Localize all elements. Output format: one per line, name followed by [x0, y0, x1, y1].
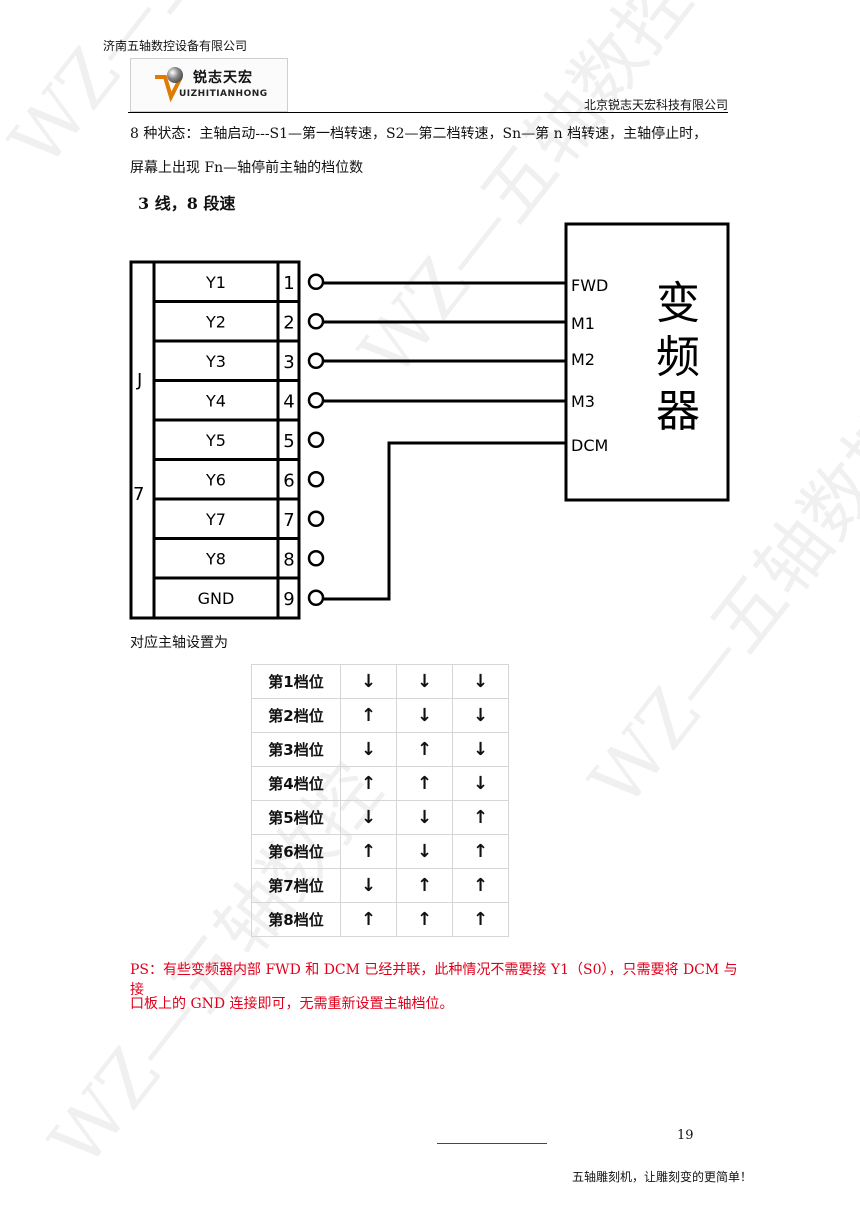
vfd-label-char-1: 变 [656, 278, 700, 329]
terminal-circle-icon [307, 352, 325, 369]
arrow-down-icon: ↓ [396, 698, 453, 733]
arrow-up-icon: ↑ [452, 834, 509, 869]
footer-slogan: 五轴雕刻机，让雕刻变的更简单！ [571, 1170, 752, 1184]
arrow-up-icon: ↑ [452, 868, 509, 903]
intro-line-2: 屏幕上出现 Fn—轴停前主轴的档位数 [130, 160, 364, 176]
connector-outline [129, 260, 301, 620]
gear-label: 第5档位 [251, 800, 341, 835]
gear-label: 第8档位 [251, 902, 341, 937]
terminal-circle-icon [307, 431, 325, 448]
arrow-up-icon: ↑ [340, 902, 397, 937]
connector-pin-number: 6 [283, 470, 294, 491]
terminal-circle-icon [307, 471, 325, 488]
intro-line-1: 8 种状态：主轴启动---S1—第一档转速，S2—第二档转速，Sn—第 n 档转… [130, 126, 708, 142]
arrow-up-icon: ↑ [340, 698, 397, 733]
arrow-down-icon: ↓ [396, 834, 453, 869]
table-row: 第4档位↑↑↓ [251, 766, 509, 801]
connector-pin-number: 9 [283, 589, 294, 610]
vfd-terminal-m1: M1 [571, 314, 595, 333]
gear-label: 第3档位 [251, 732, 341, 767]
table-row: 第7档位↓↑↑ [251, 868, 509, 903]
arrow-down-icon: ↓ [452, 732, 509, 767]
arrow-down-icon: ↓ [396, 664, 453, 699]
footer-link-line [437, 1143, 547, 1144]
terminal-circle-icon [307, 510, 325, 527]
terminal-circle-icon [307, 313, 325, 330]
connector-pin-number: 4 [283, 391, 294, 412]
table-row: 第1档位↓↓↓ [251, 664, 509, 699]
table-row: 第6档位↑↓↑ [251, 834, 509, 869]
gear-label: 第6档位 [251, 834, 341, 869]
logo-text-cn: 锐志天宏 [193, 70, 253, 86]
logo-mark-icon [155, 75, 183, 103]
arrow-up-icon: ↑ [340, 766, 397, 801]
terminal-circle-icon [307, 550, 325, 567]
gear-label: 第7档位 [251, 868, 341, 903]
connector-pin-number: 3 [283, 352, 294, 373]
arrow-down-icon: ↓ [340, 664, 397, 699]
vfd-terminal-dcm: DCM [571, 436, 608, 455]
company-name-top: 济南五轴数控设备有限公司 [103, 39, 248, 53]
connector-signal-label: Y1 [205, 273, 226, 292]
connector-pin-number: 2 [283, 312, 294, 333]
logo-ball-icon [167, 67, 183, 83]
arrow-up-icon: ↑ [396, 902, 453, 937]
connector-signal-label: GND [198, 589, 235, 608]
table-row: 第5档位↓↓↑ [251, 800, 509, 835]
connector-pin-number: 5 [283, 431, 294, 452]
connector-pin-number: 7 [283, 510, 294, 531]
section-heading: 3 线，8 段速 [138, 194, 236, 213]
page-number: 19 [677, 1128, 694, 1143]
terminal-circle-icon [307, 392, 325, 409]
arrow-down-icon: ↓ [396, 800, 453, 835]
logo-text-en: UIZHITIANHONG [179, 89, 268, 99]
vfd-terminal-fwd: FWD [571, 276, 608, 295]
connector-signal-label: Y5 [205, 431, 226, 450]
vfd-terminal-m2: M2 [571, 350, 595, 369]
wire-gnd-dcm [324, 441, 566, 601]
gear-setting-table: 第1档位↓↓↓第2档位↑↓↓第3档位↓↑↓第4档位↑↑↓第5档位↓↓↑第6档位↑… [251, 664, 509, 937]
arrow-up-icon: ↑ [396, 766, 453, 801]
connector-signal-label: Y2 [205, 312, 226, 331]
arrow-down-icon: ↓ [340, 732, 397, 767]
gear-label: 第2档位 [251, 698, 341, 733]
arrow-down-icon: ↓ [340, 868, 397, 903]
arrow-up-icon: ↑ [396, 732, 453, 767]
ps-note-line-1: PS：有些变频器内部 FWD 和 DCM 已经并联，此种情况不需要接 Y1（S0… [130, 962, 738, 998]
arrow-up-icon: ↑ [452, 800, 509, 835]
vfd-terminal-m3: M3 [571, 392, 595, 411]
arrow-down-icon: ↓ [452, 698, 509, 733]
company-logo: 锐志天宏 UIZHITIANHONG [130, 58, 288, 112]
arrow-down-icon: ↓ [340, 800, 397, 835]
vfd-label-char-2: 频 [656, 332, 700, 383]
connector-signal-label: Y6 [205, 470, 226, 489]
arrow-up-icon: ↑ [396, 868, 453, 903]
connector-label-7: 7 [133, 484, 144, 505]
table-row: 第8档位↑↑↑ [251, 902, 509, 937]
connector-signal-label: Y7 [205, 510, 226, 529]
gear-label: 第1档位 [251, 664, 341, 699]
arrow-down-icon: ↓ [452, 664, 509, 699]
table-row: 第3档位↓↑↓ [251, 732, 509, 767]
vfd-label-char-3: 器 [656, 386, 700, 437]
header-divider [128, 112, 728, 113]
connector-signal-label: Y3 [205, 352, 226, 371]
connector-pin-number: 8 [283, 549, 294, 570]
gear-label: 第4档位 [251, 766, 341, 801]
ps-note-line-2: 口板上的 GND 连接即可，无需重新设置主轴档位。 [130, 996, 454, 1012]
connector-signal-label: Y4 [205, 391, 226, 410]
connector-signal-label: Y8 [205, 549, 226, 568]
connector-label-j: J [136, 370, 142, 391]
company-name-right: 北京锐志天宏科技有限公司 [583, 98, 728, 112]
arrow-down-icon: ↓ [452, 766, 509, 801]
arrow-up-icon: ↑ [452, 902, 509, 937]
arrow-up-icon: ↑ [340, 834, 397, 869]
terminal-circle-icon [307, 273, 325, 290]
table-intro: 对应主轴设置为 [130, 635, 228, 651]
connector-pin-number: 1 [283, 273, 294, 294]
terminal-circle-icon [307, 589, 325, 606]
table-row: 第2档位↑↓↓ [251, 698, 509, 733]
